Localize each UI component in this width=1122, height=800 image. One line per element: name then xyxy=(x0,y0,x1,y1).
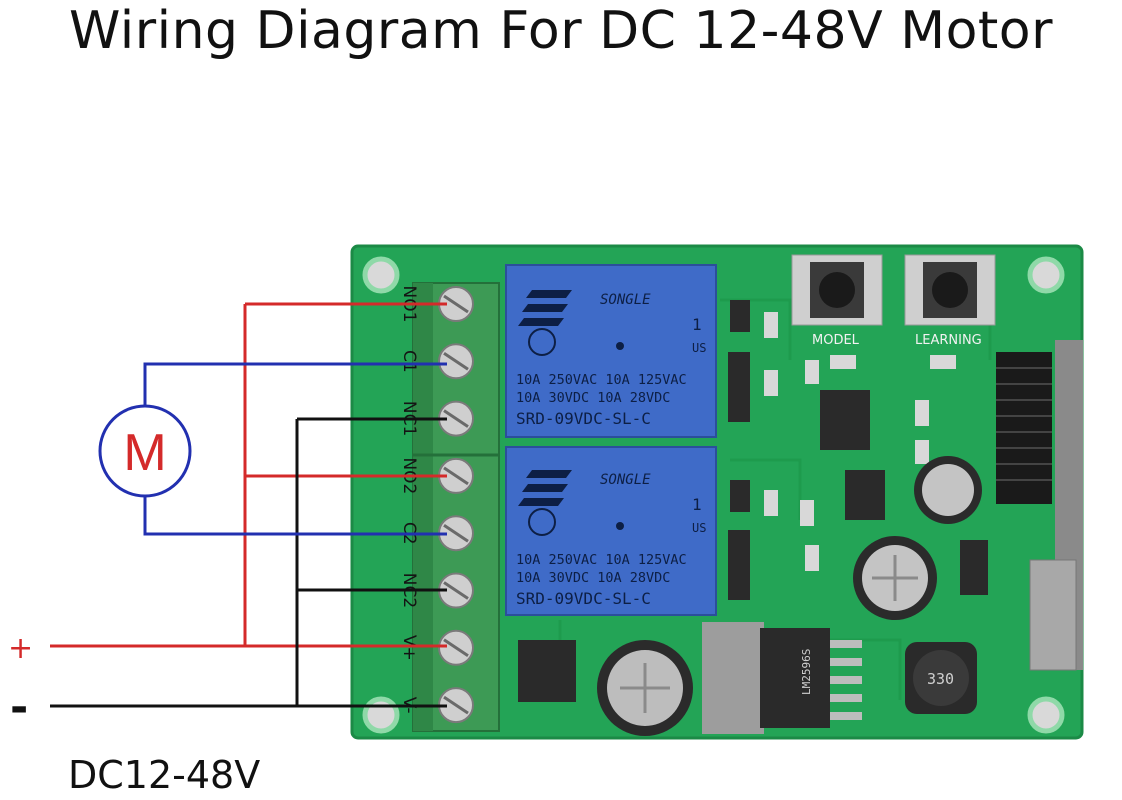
relay-1: SONGLE 1 US 10A 250VAC 10A 125VAC 10A 30… xyxy=(505,264,717,438)
model-button: MODEL xyxy=(791,254,883,348)
relay-rating-line2: 10A 30VDC 10A 28VDC xyxy=(516,390,670,406)
relay-model: SRD-09VDC-SL-C xyxy=(516,589,651,608)
inductor-label: 330 xyxy=(927,670,954,688)
relay-rating-line1: 10A 250VAC 10A 125VAC xyxy=(516,372,687,388)
positive-symbol: + xyxy=(8,631,33,666)
relay-module-board: SONGLE 1 US 10A 250VAC 10A 125VAC 10A 30… xyxy=(350,244,1084,740)
relay-rating-line2: 10A 30VDC 10A 28VDC xyxy=(516,570,670,586)
cqc-icon xyxy=(528,508,556,536)
relay-2: SONGLE 1 US 10A 250VAC 10A 125VAC 10A 30… xyxy=(505,446,717,616)
diagram-title: Wiring Diagram For DC 12-48V Motor xyxy=(69,1,1053,61)
learning-button-label: LEARNING xyxy=(915,333,982,348)
motor-circle xyxy=(98,404,192,498)
motor-symbol: M xyxy=(98,404,192,498)
negative-symbol: - xyxy=(10,682,28,733)
motor-wire-c1 xyxy=(143,362,447,406)
relay-brand: SONGLE xyxy=(600,292,651,308)
relay-brand: SONGLE xyxy=(600,472,651,488)
relay-model: SRD-09VDC-SL-C xyxy=(516,409,651,428)
learning-button: LEARNING xyxy=(904,254,996,348)
capacitor xyxy=(853,536,937,620)
relay-rating-line1: 10A 250VAC 10A 125VAC xyxy=(516,552,687,568)
motor-label: M xyxy=(123,424,166,482)
cqc-icon xyxy=(528,328,556,356)
songle-logo-icon xyxy=(518,470,572,506)
negative-wires xyxy=(50,417,447,708)
capacitor xyxy=(597,640,693,736)
motor-wire-c2 xyxy=(143,496,447,536)
terminal-screw xyxy=(438,343,474,380)
model-button-label: MODEL xyxy=(812,333,860,348)
voltage-regulator: LM2596S xyxy=(702,622,862,734)
songle-logo-icon xyxy=(518,290,572,326)
relay-mark: 1 xyxy=(692,495,702,514)
motor-wires xyxy=(143,362,447,536)
supply-voltage-label: DC12-48V xyxy=(68,753,261,797)
terminal-label-c1: C1 xyxy=(399,350,419,373)
relay-mark: 1 xyxy=(692,315,702,334)
inductor: 330 xyxy=(905,642,977,714)
regulator-label: LM2596S xyxy=(800,649,813,695)
terminal-screw xyxy=(438,629,474,666)
terminal-screws xyxy=(438,286,474,724)
antenna-coil xyxy=(996,340,1083,671)
relay-cert: US xyxy=(692,521,706,535)
positive-wires xyxy=(50,302,447,648)
wiring xyxy=(50,302,447,708)
capacitor xyxy=(914,456,982,524)
terminal-label-vplus: V+ xyxy=(399,635,419,661)
relay-cert: US xyxy=(692,341,706,355)
